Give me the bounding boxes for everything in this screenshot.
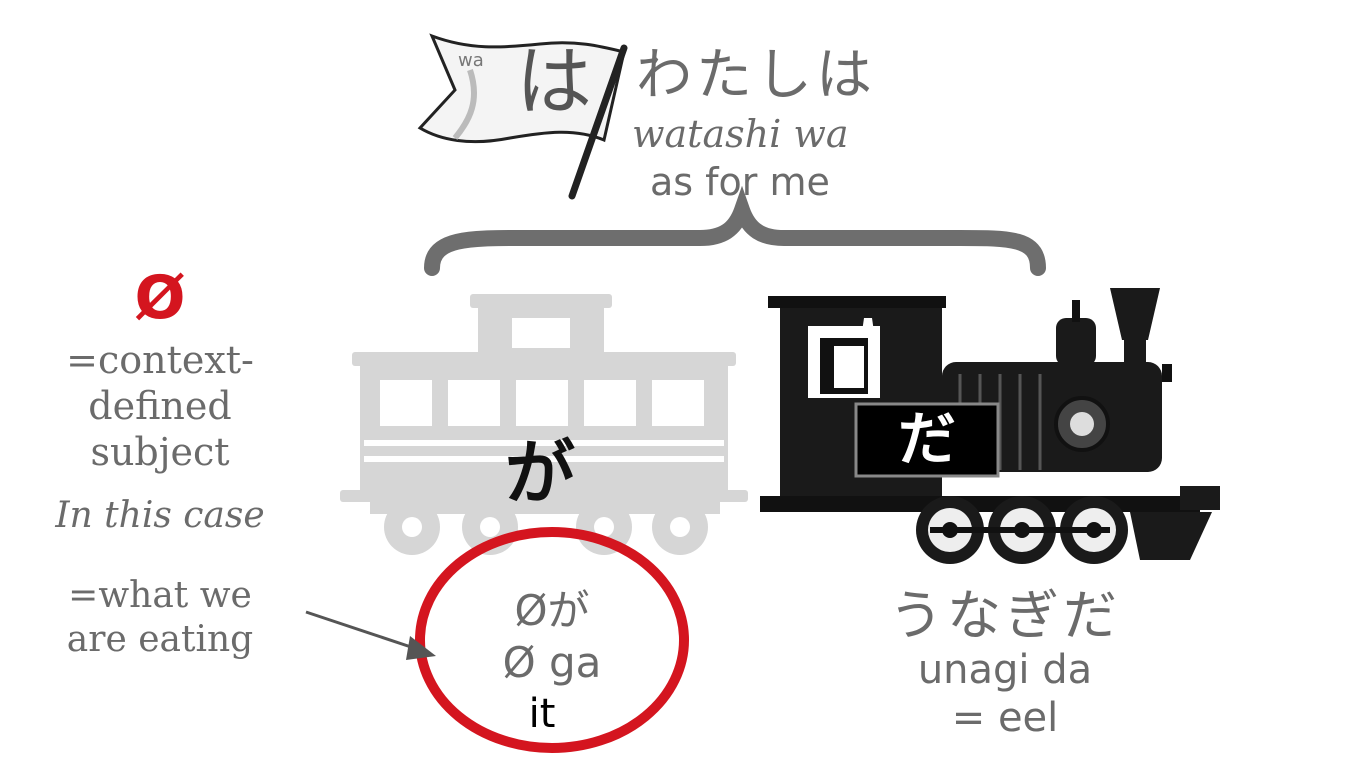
flag-small-label: wa [458, 50, 484, 71]
car-kana: が [505, 432, 575, 514]
note-line-1: =context- [66, 338, 254, 382]
brace-shape [424, 185, 1046, 276]
topic-kana: わたしは [636, 43, 876, 108]
note-what-2: are eating [66, 619, 254, 660]
predicate-kana: うなぎだ [889, 584, 1121, 647]
train-car-details [364, 318, 724, 537]
note-what-1: =what we [68, 575, 252, 616]
note-case-label: In this case [55, 495, 265, 536]
arrow-icon [305, 610, 436, 660]
predicate-gloss: = eel [951, 695, 1059, 741]
flag-kana: は [516, 37, 592, 126]
subject-kana: Øが [514, 586, 590, 635]
topic-gloss: as for me [650, 160, 830, 204]
topic-romaji: watashi wa [632, 112, 849, 156]
highlight-circle [415, 527, 689, 753]
predicate-romaji: unagi da [917, 647, 1093, 693]
flag-icon [417, 33, 628, 200]
subject-romaji: Ø ga [502, 638, 602, 687]
note-line-2: defined [88, 384, 232, 428]
subject-gloss: it [528, 691, 556, 737]
note-line-3: subject [90, 430, 230, 474]
locomotive-icon [760, 288, 1220, 564]
null-symbol: Ø [134, 263, 186, 333]
locomotive-kana: だ [897, 405, 956, 473]
